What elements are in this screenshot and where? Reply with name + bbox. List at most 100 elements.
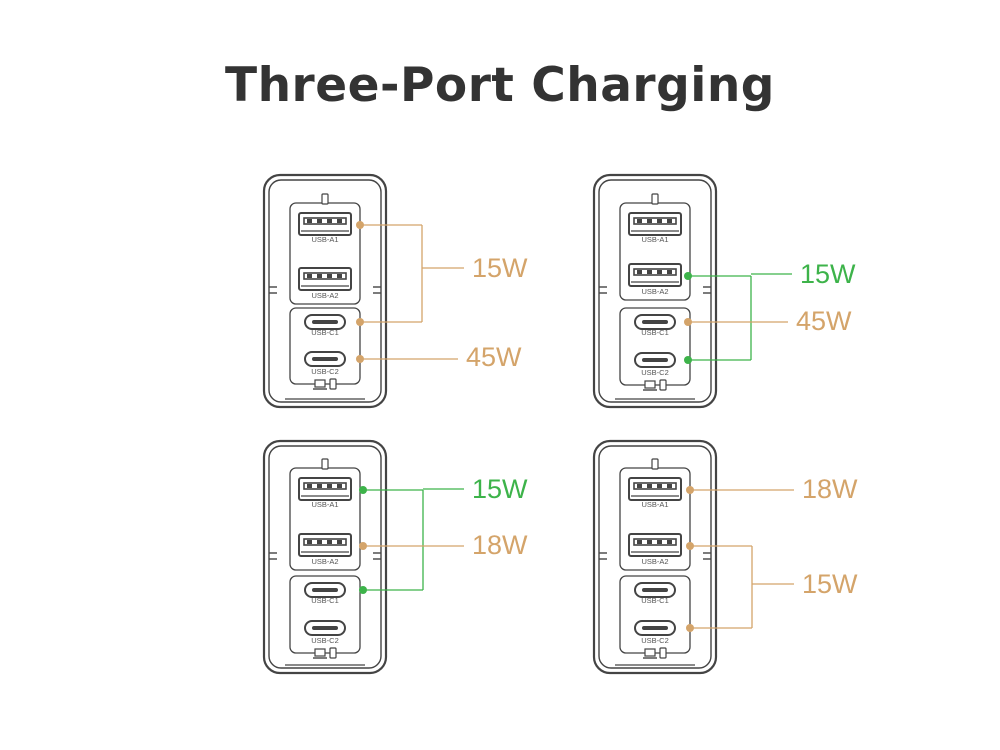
charger-inner-outline (268, 445, 382, 669)
wattage-label: 18W (802, 474, 858, 504)
connector-dot (686, 486, 694, 494)
connector-dot (359, 486, 367, 494)
phone-icon (329, 647, 337, 659)
wattage-label: 45W (796, 306, 852, 336)
connector-dot (684, 272, 692, 280)
port-label-c1: USB-C1 (311, 596, 339, 605)
usb-c-tongue (642, 626, 668, 630)
connector-dot (686, 624, 694, 632)
usb-a-pin (317, 484, 322, 488)
charger-inner-outline (268, 179, 382, 403)
usb-c-tongue (642, 588, 668, 592)
usb-c-tongue (312, 626, 338, 630)
output-2: 15W (686, 542, 858, 632)
usb-a-pin (337, 484, 342, 488)
port-label-a1: USB-A1 (311, 235, 338, 244)
output-2: 18W (359, 530, 528, 560)
connector-dot (684, 356, 692, 364)
usb-a-pin (637, 484, 642, 488)
phone-icon (651, 458, 659, 470)
usb-c-tongue (312, 357, 338, 361)
usb-a-pin (637, 270, 642, 274)
port-label-c1: USB-C1 (641, 328, 669, 337)
connector-dot (359, 586, 367, 594)
usb-c-tongue (642, 358, 668, 362)
usb-a-tongue (303, 217, 347, 225)
usb-a-pin (637, 219, 642, 223)
usb-a-pin (667, 484, 672, 488)
wattage-label: 18W (472, 530, 528, 560)
wattage-label: 15W (472, 474, 528, 504)
usb-a-pin (647, 270, 652, 274)
port-label-a1: USB-A1 (311, 500, 338, 509)
connector-dot (356, 318, 364, 326)
usb-a-pin (327, 274, 332, 278)
usb-a-pin (657, 540, 662, 544)
usb-a-tongue (633, 538, 677, 546)
usb-a-tongue (633, 217, 677, 225)
usb-a-pin (327, 484, 332, 488)
output-1: 18W (686, 474, 858, 504)
port-label-c1: USB-C1 (641, 596, 669, 605)
phone-icon (329, 378, 337, 390)
laptop-icon (644, 648, 656, 657)
charger-inner-outline (598, 179, 712, 403)
output-1: 15W (684, 259, 856, 364)
connector-dot (684, 318, 692, 326)
usb-a-pin (647, 540, 652, 544)
phone-icon (659, 647, 667, 659)
port-label-c2: USB-C2 (311, 636, 339, 645)
usb-a-tongue (303, 538, 347, 546)
charger-inner-outline (598, 445, 712, 669)
connector-dot (359, 542, 367, 550)
usb-a-pin (307, 540, 312, 544)
phone-icon (321, 458, 329, 470)
wattage-label: 15W (472, 253, 528, 283)
connector-dot (686, 542, 694, 550)
usb-a-tongue (303, 482, 347, 490)
usb-c-tongue (312, 588, 338, 592)
usb-a-pin (657, 484, 662, 488)
usb-a-pin (647, 484, 652, 488)
connector-dot (356, 355, 364, 363)
usb-a-pin (307, 484, 312, 488)
port-label-c2: USB-C2 (311, 367, 339, 376)
usb-a-pin (647, 219, 652, 223)
laptop-icon (314, 379, 326, 388)
usb-a-pin (307, 274, 312, 278)
usb-a-pin (667, 219, 672, 223)
usb-a-pin (317, 540, 322, 544)
port-label-a2: USB-A2 (311, 291, 338, 300)
port-label-a2: USB-A2 (641, 287, 668, 296)
usb-a-pin (657, 219, 662, 223)
usb-a-tongue (303, 272, 347, 280)
output-2: 45W (356, 342, 522, 372)
usb-a-tongue (633, 482, 677, 490)
port-label-a2: USB-A2 (641, 557, 668, 566)
port-label-a2: USB-A2 (311, 557, 338, 566)
usb-a-pin (337, 219, 342, 223)
usb-c-tongue (642, 320, 668, 324)
usb-a-pin (657, 270, 662, 274)
usb-a-pin (337, 540, 342, 544)
usb-a-pin (667, 270, 672, 274)
usb-a-tongue (633, 268, 677, 276)
usb-a-pin (327, 540, 332, 544)
page-title: Three-Port Charging (225, 58, 775, 113)
laptop-icon (644, 380, 656, 389)
usb-a-pin (327, 219, 332, 223)
charger-body (592, 173, 718, 409)
usb-a-pin (317, 274, 322, 278)
wattage-label: 15W (802, 569, 858, 599)
wattage-label: 45W (466, 342, 522, 372)
wattage-label: 15W (800, 259, 856, 289)
output-2: 45W (684, 306, 852, 336)
phone-icon (659, 379, 667, 391)
phone-icon (321, 193, 329, 205)
usb-a-pin (667, 540, 672, 544)
